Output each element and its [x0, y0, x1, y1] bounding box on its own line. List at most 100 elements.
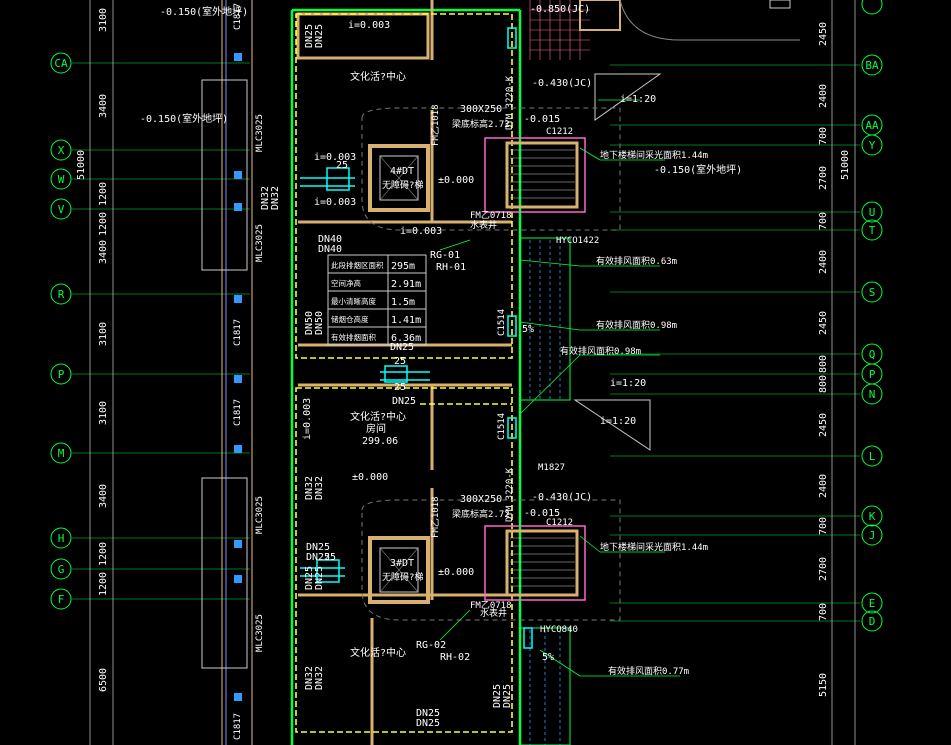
- level-label: ±0.000: [438, 567, 474, 578]
- grid-label-left: R: [58, 288, 65, 301]
- equipment-tag: RH-02: [440, 652, 470, 663]
- beam-note: 梁底标高2.72: [452, 508, 510, 520]
- level-label: -0.150(室外地坪): [654, 163, 742, 176]
- pipe-label: 25: [336, 160, 348, 171]
- valve-2: [316, 559, 340, 583]
- slope-label: i=0.003: [302, 398, 313, 440]
- pipe-label: DN25: [492, 684, 503, 708]
- pipe-label: DN25: [314, 24, 325, 48]
- grid-label-right: Y: [869, 139, 876, 152]
- smoke-info-table: 此段排烟区面积 空间净高 最小清晰高度 储烟仓高度 有效排烟面积 295m 2.…: [327, 254, 427, 346]
- dim-right-total: 51000: [840, 150, 851, 180]
- grid-bubbles-left: [50, 52, 72, 610]
- grid-label-right: E: [869, 597, 876, 610]
- info-table-value: 2.91m: [391, 279, 421, 290]
- window-markers: [234, 53, 242, 701]
- dim-right: 2700: [818, 557, 829, 581]
- pipe-label: DN25: [306, 552, 330, 563]
- grid-label-left: P: [58, 368, 65, 381]
- dim-right: 2400: [818, 250, 829, 274]
- window-tag: C1514: [497, 309, 507, 336]
- room-label: 水表井: [470, 219, 497, 231]
- pipe-label: DN25: [304, 24, 315, 48]
- window-tag: MLC3025: [255, 224, 265, 262]
- room-label: 房间: [366, 422, 386, 435]
- grid-label-left: G: [58, 563, 65, 576]
- info-table-key: 储烟仓高度: [331, 314, 369, 324]
- level-label: -0.850(JC): [530, 4, 590, 15]
- pipe-label: DN32: [304, 476, 315, 500]
- dim-left: 3100: [98, 322, 109, 346]
- grid-label-left: V: [58, 203, 65, 216]
- dim-right: 800: [818, 375, 829, 393]
- level-label: -0.150(室外地坪): [140, 112, 228, 125]
- window-tag: C1817: [233, 399, 243, 426]
- door-tag: M1827: [538, 463, 565, 473]
- dim-right: 700: [818, 127, 829, 145]
- level-label: ±0.000: [438, 175, 474, 186]
- room-label: 文化活?中心: [350, 410, 406, 423]
- dim-left: 1200: [98, 182, 109, 206]
- info-table-value: 6.36m: [391, 333, 421, 344]
- pipe-label: 25: [324, 552, 336, 563]
- door-tag: FM乙0718: [470, 600, 512, 611]
- grid-label-right: P: [869, 368, 876, 381]
- grid-label-right: D: [869, 615, 876, 628]
- vent-tag: HYCO840: [540, 625, 578, 635]
- dim-right: 2450: [818, 311, 829, 335]
- ramp-outline-1: [519, 237, 571, 401]
- slope-label: i=0.003: [400, 226, 442, 237]
- level-label: -0.015: [524, 114, 560, 125]
- window-tag: C1514: [497, 413, 507, 440]
- annotation-note: 地下楼梯间采光面积1.44m: [600, 149, 708, 161]
- dimension-lines-right: [831, 0, 856, 745]
- dim-left: 6500: [98, 668, 109, 692]
- elevator-sublabel: 无障碍?梯: [382, 571, 423, 583]
- dim-right: 700: [818, 603, 829, 621]
- elevator-shaft-2: [368, 536, 430, 604]
- grid-label-right: L: [869, 450, 876, 463]
- pipe-label: DN25: [390, 342, 414, 353]
- duct-size: 300X250: [460, 104, 502, 115]
- smoke-zone-boundaries: [295, 13, 513, 733]
- dimension-lines-left: [89, 0, 114, 745]
- pipe-label: DN40: [318, 234, 342, 245]
- door-tag: FM乙0718: [470, 210, 512, 221]
- dim-left: 3400: [98, 240, 109, 264]
- room-label: 水表井: [480, 607, 507, 619]
- elevator-label: 4#DT: [390, 166, 414, 177]
- dim-left: 1200: [98, 542, 109, 566]
- dim-right: 700: [818, 212, 829, 230]
- dim-left: 3400: [98, 94, 109, 118]
- window-tag: C1212: [546, 518, 573, 528]
- dim-left: 3100: [98, 8, 109, 32]
- dim-right: 5150: [818, 673, 829, 697]
- elevator-sublabel: 无障碍?梯: [382, 179, 423, 191]
- window-tag: MLC3025: [255, 114, 265, 152]
- equipment-tag: RH-01: [436, 262, 466, 273]
- ramp-triangle-2: [573, 399, 651, 451]
- pipe-label: DN25: [502, 684, 513, 708]
- grid-label-right: K: [869, 510, 876, 523]
- ramp-triangle-1: [594, 73, 662, 121]
- dim-left: 3400: [98, 484, 109, 508]
- grid-label-right: T: [869, 224, 876, 237]
- pipe-label: DN25: [306, 542, 330, 553]
- info-table-value: 1.5m: [391, 297, 415, 308]
- window-tag: C1817: [233, 319, 243, 346]
- pipe-label: DN32: [270, 186, 281, 210]
- leader-lines: [439, 99, 680, 677]
- slope-label: i=1:20: [600, 416, 636, 427]
- pipe-label: DN25: [314, 566, 325, 590]
- zone-outline-2: [361, 499, 621, 621]
- grid-label-right: U: [869, 206, 876, 219]
- dim-right: 2400: [818, 84, 829, 108]
- dim-left: 1200: [98, 212, 109, 236]
- grid-lines-left: [72, 62, 250, 600]
- ramp-corridor: [529, 240, 561, 745]
- dim-right: 2450: [818, 22, 829, 46]
- equipment-tag: RG-02: [416, 640, 446, 651]
- slope-label: i=1:20: [620, 94, 656, 105]
- window-tag: C1817: [233, 713, 243, 740]
